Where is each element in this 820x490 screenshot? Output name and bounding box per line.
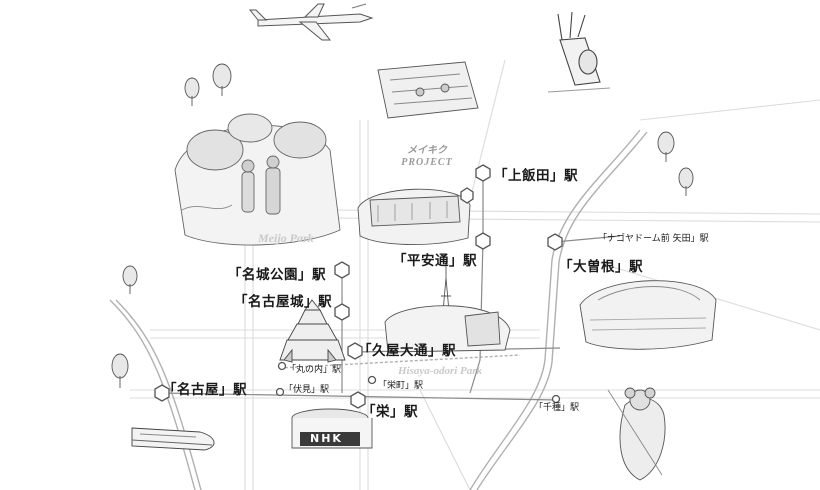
meikiku-project-sign: メイキク PROJECT — [392, 145, 462, 169]
station-label-sakae[interactable]: 「栄」駅 — [362, 404, 418, 420]
nhk-sign: NHK — [310, 432, 343, 445]
station-marker-sakaemachi — [367, 375, 377, 385]
hisaya-odori-park-label: Hisaya-odori Park — [398, 365, 483, 377]
building-sketch-top — [377, 61, 479, 119]
koala-sketch — [607, 387, 666, 481]
station-marker-sakae — [350, 391, 366, 409]
station-marker-ozone — [547, 233, 563, 251]
station-label-marunouchi[interactable]: 「丸の内」駅 — [287, 365, 342, 375]
station-label-kamiiida[interactable]: 「上飯田」駅 — [494, 168, 578, 184]
station-label-fushimi[interactable]: 「伏見」駅 — [284, 385, 330, 395]
station-label-nagoya[interactable]: 「名古屋」駅 — [163, 382, 247, 398]
station-label-nagoyajo[interactable]: 「名古屋城」駅 — [234, 294, 332, 310]
station-label-heian-dori[interactable]: 「平安通」駅 — [393, 253, 477, 269]
airplane-icon — [248, 3, 374, 41]
meikiku-kana-label: メイキク — [407, 145, 447, 156]
station-marker-marunouchi — [277, 361, 287, 371]
nagoya-castle-sketch — [279, 299, 346, 363]
nagoya-dome-sketch — [579, 280, 717, 350]
meikiku-project-label: PROJECT — [401, 157, 453, 168]
station-label-nagoya-dome[interactable]: 「ナゴヤドーム前 矢田」駅 — [598, 234, 709, 244]
station-marker-fushimi — [275, 387, 285, 397]
station-marker-chikusa — [551, 394, 561, 404]
oasis21-sketch — [291, 408, 373, 449]
station-marker-meikiku — [460, 187, 474, 204]
station-label-chikusa[interactable]: 「千種」駅 — [534, 403, 580, 413]
golf-bag-icon — [547, 11, 611, 93]
station-markers — [154, 164, 563, 409]
meikiku-building — [357, 188, 471, 246]
tv-tower-sketch — [384, 262, 511, 353]
shinkansen-train-sketch — [131, 427, 215, 451]
station-marker-kamiiida — [475, 164, 491, 182]
station-marker-heian-dori — [475, 232, 491, 250]
station-marker-hisaya-odori — [347, 342, 363, 360]
station-label-meijo-koen[interactable]: 「名城公園」駅 — [228, 267, 326, 283]
station-label-sakaemachi[interactable]: 「栄町」駅 — [378, 381, 424, 391]
station-marker-nagoya — [154, 384, 170, 402]
meijo-park-label: Meijo Park — [258, 231, 314, 245]
station-marker-nagoyajo — [334, 303, 350, 321]
station-label-ozone[interactable]: 「大曽根」駅 — [559, 259, 643, 275]
station-marker-meijo-koen — [334, 261, 350, 279]
tree-icons — [111, 63, 694, 388]
rail-lines — [109, 129, 648, 490]
meijo-park-scene — [174, 113, 341, 246]
station-label-hisaya-odori[interactable]: 「久屋大通」駅 — [358, 343, 456, 359]
